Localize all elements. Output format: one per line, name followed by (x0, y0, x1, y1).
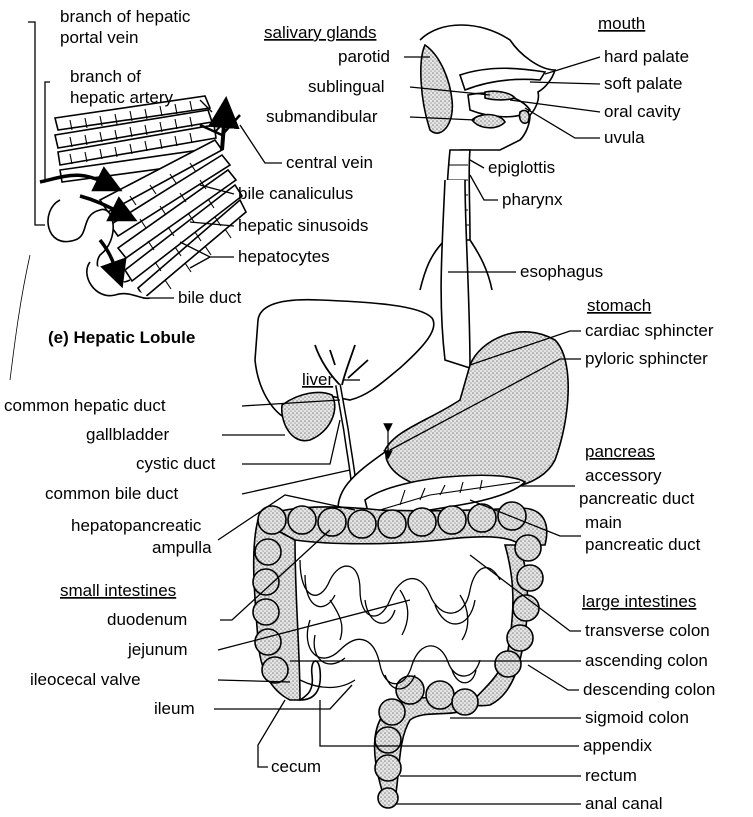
common-bile-duct-label: common bile duct (45, 484, 179, 503)
bile-canaliculus-label: bile canaliculus (238, 184, 353, 203)
small-intestines-header: small intestines (60, 581, 176, 600)
esophagus-label: esophagus (520, 262, 603, 281)
soft-palate-label: soft palate (604, 74, 682, 93)
bile-duct-label: bile duct (178, 288, 242, 307)
liver-header: liver (302, 370, 334, 389)
salivary-glands-header: salivary glands (264, 23, 376, 42)
central-vein-label: central vein (286, 153, 373, 172)
descending-colon-label: descending colon (583, 680, 715, 699)
anal-canal-label: anal canal (585, 794, 663, 813)
hepatic-sinusoids-label: hepatic sinusoids (238, 216, 368, 235)
cecum-label: cecum (271, 757, 321, 776)
large-intestines-header: large intestines (582, 592, 696, 611)
abdomen-drawing (253, 300, 568, 808)
pyloric-sphincter-label: pyloric sphincter (585, 349, 708, 368)
uvula-label: uvula (604, 128, 645, 147)
hard-palate-label: hard palate (604, 47, 689, 66)
transverse-colon-label: transverse colon (585, 621, 710, 640)
main-duct-label-line2: pancreatic duct (585, 535, 701, 554)
mouth-header: mouth (598, 14, 645, 33)
rectum-label: rectum (585, 766, 637, 785)
portal-vein-label-line1: branch of hepatic (60, 7, 191, 26)
ampulla-label-line1: hepatopancreatic (71, 516, 202, 535)
accessory-duct-label-line1: accessory (585, 466, 662, 485)
gallbladder-label: gallbladder (86, 425, 170, 444)
cystic-duct-label: cystic duct (136, 454, 216, 473)
duodenum-label: duodenum (107, 610, 187, 629)
common-hepatic-duct-label: common hepatic duct (4, 396, 166, 415)
cardiac-sphincter-label: cardiac sphincter (585, 321, 714, 340)
epiglottis-label: epiglottis (488, 158, 555, 177)
small-intestine-coils (300, 560, 500, 689)
hepatic-lobule-title: (e) Hepatic Lobule (48, 328, 195, 347)
artery-label-line1: branch of (70, 67, 141, 86)
sigmoid-colon-label: sigmoid colon (585, 708, 689, 727)
hepatocytes-label: hepatocytes (238, 247, 330, 266)
parotid-label: parotid (338, 47, 390, 66)
artery-label-line2: hepatic artery (70, 88, 173, 107)
sublingual-label: sublingual (308, 77, 385, 96)
main-duct-label-line1: main (585, 513, 622, 532)
ampulla-label-line2: ampulla (152, 538, 212, 557)
appendix-label: appendix (583, 736, 653, 755)
accessory-duct-label-line2: pancreatic duct (579, 489, 695, 508)
pharynx-label: pharynx (502, 190, 563, 209)
jejunum-label: jejunum (127, 640, 188, 659)
submandibular-label: submandibular (266, 107, 378, 126)
ileocecal-valve-label: ileocecal valve (30, 670, 141, 689)
oral-cavity-label: oral cavity (604, 102, 681, 121)
pancreas-header: pancreas (585, 442, 655, 461)
stomach-header: stomach (587, 296, 651, 315)
portal-vein-label-line2: portal vein (60, 28, 138, 47)
ileum-label: ileum (154, 699, 195, 718)
ascending-colon-label: ascending colon (585, 651, 708, 670)
